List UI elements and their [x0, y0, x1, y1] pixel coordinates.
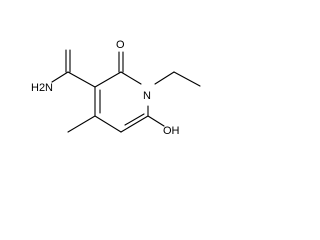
- hydroxyl-label: OH: [163, 125, 180, 137]
- bond-c6-c5: [120, 115, 149, 133]
- amide-nh2-label: H2N: [31, 82, 53, 94]
- bond-c3-c2: [94, 71, 122, 88]
- bond-c5-c6-inner: [124, 113, 145, 126]
- bond-amide-c-n: [51, 71, 69, 83]
- bond-ch2-ch3: [173, 71, 201, 87]
- bond-c2-n1: [120, 71, 142, 85]
- bond-c5-c4: [94, 115, 122, 133]
- bond-c3-amide-c: [67, 71, 96, 88]
- carbonyl-oxygen-label: O: [116, 39, 125, 51]
- ring-nitrogen-label: N: [143, 90, 151, 102]
- bond-c6-oh: [147, 115, 165, 127]
- molecule-structure: O H2N N OH: [31, 39, 201, 137]
- bond-n1-ch2: [154, 71, 175, 85]
- bond-c4-methyl: [67, 115, 96, 133]
